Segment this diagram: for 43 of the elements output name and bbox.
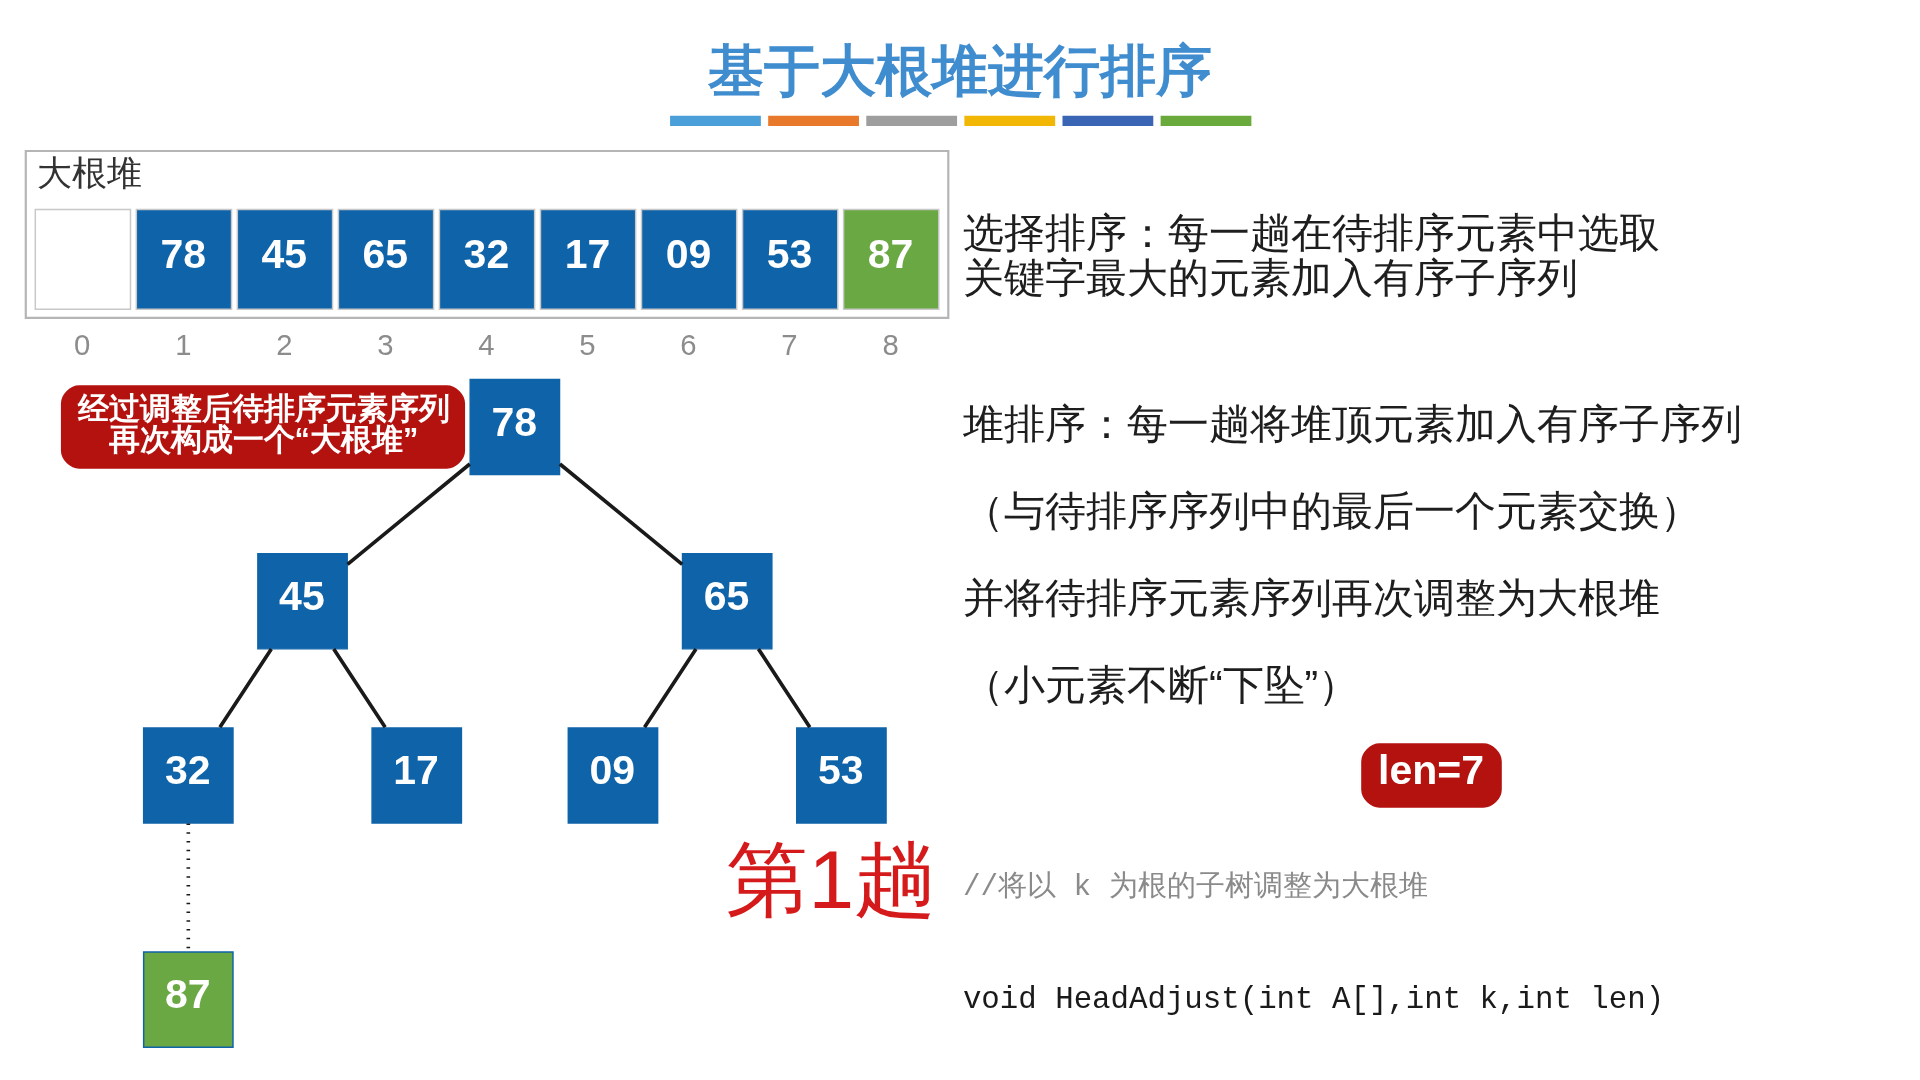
- node-box: 45: [257, 552, 348, 650]
- node-label: 4: [478, 327, 495, 361]
- node-box: 17: [539, 208, 637, 310]
- connector: [643, 647, 698, 728]
- node-label: 6: [680, 327, 697, 361]
- node-label: 8: [882, 327, 899, 361]
- label: 选择排序：每一趟在待排序元素中选取关键字最大的元素加入有序子序列: [962, 209, 1660, 301]
- node-label: 0: [74, 327, 91, 361]
- connector: [218, 647, 273, 728]
- node-label: 5: [579, 327, 596, 361]
- node-box: 17: [371, 726, 463, 824]
- node-box: 78: [469, 378, 561, 475]
- node-box: 53: [741, 208, 839, 310]
- node-label: 2: [276, 327, 293, 361]
- label: （小元素不断“下坠”）: [962, 661, 1360, 708]
- node-label: 1: [175, 327, 192, 361]
- node-box: 87: [142, 950, 234, 1048]
- label: 第1趟: [726, 833, 937, 925]
- connector: [332, 647, 387, 728]
- connector: [346, 462, 471, 566]
- node-box: 45: [236, 208, 334, 310]
- connector: [558, 462, 684, 566]
- node-box: 32: [438, 208, 536, 310]
- label: 堆排序：每一趟将堆顶元素加入有序子序列: [962, 400, 1742, 447]
- node-box: len=7: [1361, 742, 1502, 808]
- node-box: 78: [135, 208, 233, 310]
- node-box: 53: [796, 726, 887, 824]
- label: 并将待排序元素序列再次调整为大根堆: [962, 574, 1660, 621]
- node-box: 09: [640, 208, 738, 310]
- node-label: 7: [781, 327, 798, 361]
- label: void HeadAdjust(int A[],int k,int len): [962, 981, 1665, 1017]
- connector: [756, 647, 812, 728]
- node-box: 09: [567, 726, 659, 824]
- node-box: 65: [337, 208, 435, 310]
- node-label: 3: [377, 327, 394, 361]
- node-box: 65: [681, 552, 773, 650]
- node-box: 32: [142, 726, 234, 824]
- diagram-title: 基于大根堆进行排序: [708, 39, 1213, 102]
- label: //将以 k 为根的子树调整为大根堆: [962, 870, 1428, 904]
- node-box: 经过调整后待排序元素序列再次构成一个“大根堆”: [60, 384, 466, 469]
- label: （与待排序序列中的最后一个元素交换）: [962, 487, 1701, 534]
- node-box: 87: [842, 208, 940, 310]
- node-box: [34, 208, 132, 310]
